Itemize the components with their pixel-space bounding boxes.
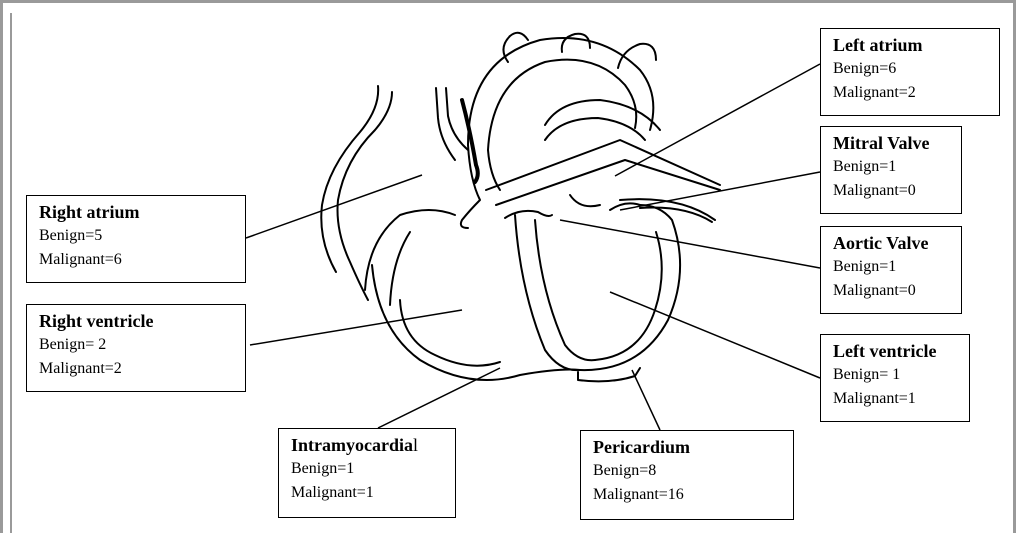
pulmonary-artery-bar-top bbox=[486, 140, 720, 190]
right-ventricle-benign: Benign= 2 bbox=[39, 333, 237, 357]
right-ventricle-outer bbox=[365, 210, 455, 290]
leader-aortic-valve bbox=[560, 220, 820, 268]
pericardium-benign: Benign=8 bbox=[593, 459, 785, 483]
leader-pericardium bbox=[632, 370, 660, 430]
left-ventricle-outer bbox=[580, 205, 680, 370]
pulmonary-vein-right-2 bbox=[640, 208, 712, 222]
left-carotid bbox=[562, 34, 590, 52]
right-ventricle-title: Right ventricle bbox=[39, 309, 237, 333]
label-left-ventricle: Left ventricle Benign= 1 Malignant=1 bbox=[820, 334, 970, 422]
subclavian bbox=[618, 44, 656, 68]
pericardium-title: Pericardium bbox=[593, 435, 785, 459]
intramyocardial-benign: Benign=1 bbox=[291, 457, 447, 481]
mitral-valve-malignant: Malignant=0 bbox=[833, 179, 953, 203]
right-atrium-benign: Benign=5 bbox=[39, 224, 237, 248]
left-ventricle-benign: Benign= 1 bbox=[833, 363, 961, 387]
aorta-left-wall bbox=[461, 145, 480, 228]
mitral-valve-title: Mitral Valve bbox=[833, 131, 953, 155]
aortic-valve-benign: Benign=1 bbox=[833, 255, 953, 279]
leader-intramyocardial bbox=[378, 368, 500, 428]
mitral-leaflet-left bbox=[570, 195, 600, 206]
pulmonary-trunk-lower bbox=[545, 118, 645, 140]
label-left-atrium: Left atrium Benign=6 Malignant=2 bbox=[820, 28, 1000, 116]
intramyocardial-malignant: Malignant=1 bbox=[291, 481, 447, 505]
aortic-valve-malignant: Malignant=0 bbox=[833, 279, 953, 303]
left-atrium-malignant: Malignant=2 bbox=[833, 81, 991, 105]
leader-mitral-valve bbox=[620, 172, 820, 210]
label-right-ventricle: Right ventricle Benign= 2 Malignant=2 bbox=[26, 304, 246, 392]
svc-inner-left bbox=[436, 88, 455, 160]
pulmonary-artery-bar-bottom bbox=[496, 160, 720, 205]
right-atrium-malignant: Malignant=6 bbox=[39, 248, 237, 272]
intramyocardial-title-tail: l bbox=[413, 435, 418, 455]
pericardium-malignant: Malignant=16 bbox=[593, 483, 785, 507]
right-ventricle-inner bbox=[390, 232, 410, 305]
brachiocephalic bbox=[503, 33, 528, 62]
leader-left-atrium bbox=[615, 64, 820, 176]
left-ventricle-malignant: Malignant=1 bbox=[833, 387, 961, 411]
aortic-valve-title: Aortic Valve bbox=[833, 231, 953, 255]
label-aortic-valve: Aortic Valve Benign=1 Malignant=0 bbox=[820, 226, 962, 314]
aortic-leaflet bbox=[505, 211, 552, 218]
intramyocardial-title: Intramyocardial bbox=[291, 433, 447, 457]
iv-septum-right bbox=[535, 220, 595, 360]
leader-right-atrium bbox=[246, 175, 422, 238]
label-pericardium: Pericardium Benign=8 Malignant=16 bbox=[580, 430, 794, 520]
leader-right-ventricle bbox=[250, 310, 462, 345]
left-ventricle-title: Left ventricle bbox=[833, 339, 961, 363]
left-atrium-benign: Benign=6 bbox=[833, 57, 991, 81]
aorta-right-wall bbox=[488, 150, 500, 190]
left-ventricle-inner bbox=[595, 232, 662, 360]
aortic-arch-inner bbox=[488, 60, 636, 150]
intramyocardial-title-main: Intramyocardia bbox=[291, 435, 413, 455]
label-intramyocardial: Intramyocardial Benign=1 Malignant=1 bbox=[278, 428, 456, 518]
right-atrium-title: Right atrium bbox=[39, 200, 237, 224]
label-mitral-valve: Mitral Valve Benign=1 Malignant=0 bbox=[820, 126, 962, 214]
left-atrium-title: Left atrium bbox=[833, 33, 991, 57]
heart-outline-svc-right bbox=[321, 86, 378, 272]
right-ventricle-malignant: Malignant=2 bbox=[39, 357, 237, 381]
mitral-valve-benign: Benign=1 bbox=[833, 155, 953, 179]
label-right-atrium: Right atrium Benign=5 Malignant=6 bbox=[26, 195, 246, 283]
